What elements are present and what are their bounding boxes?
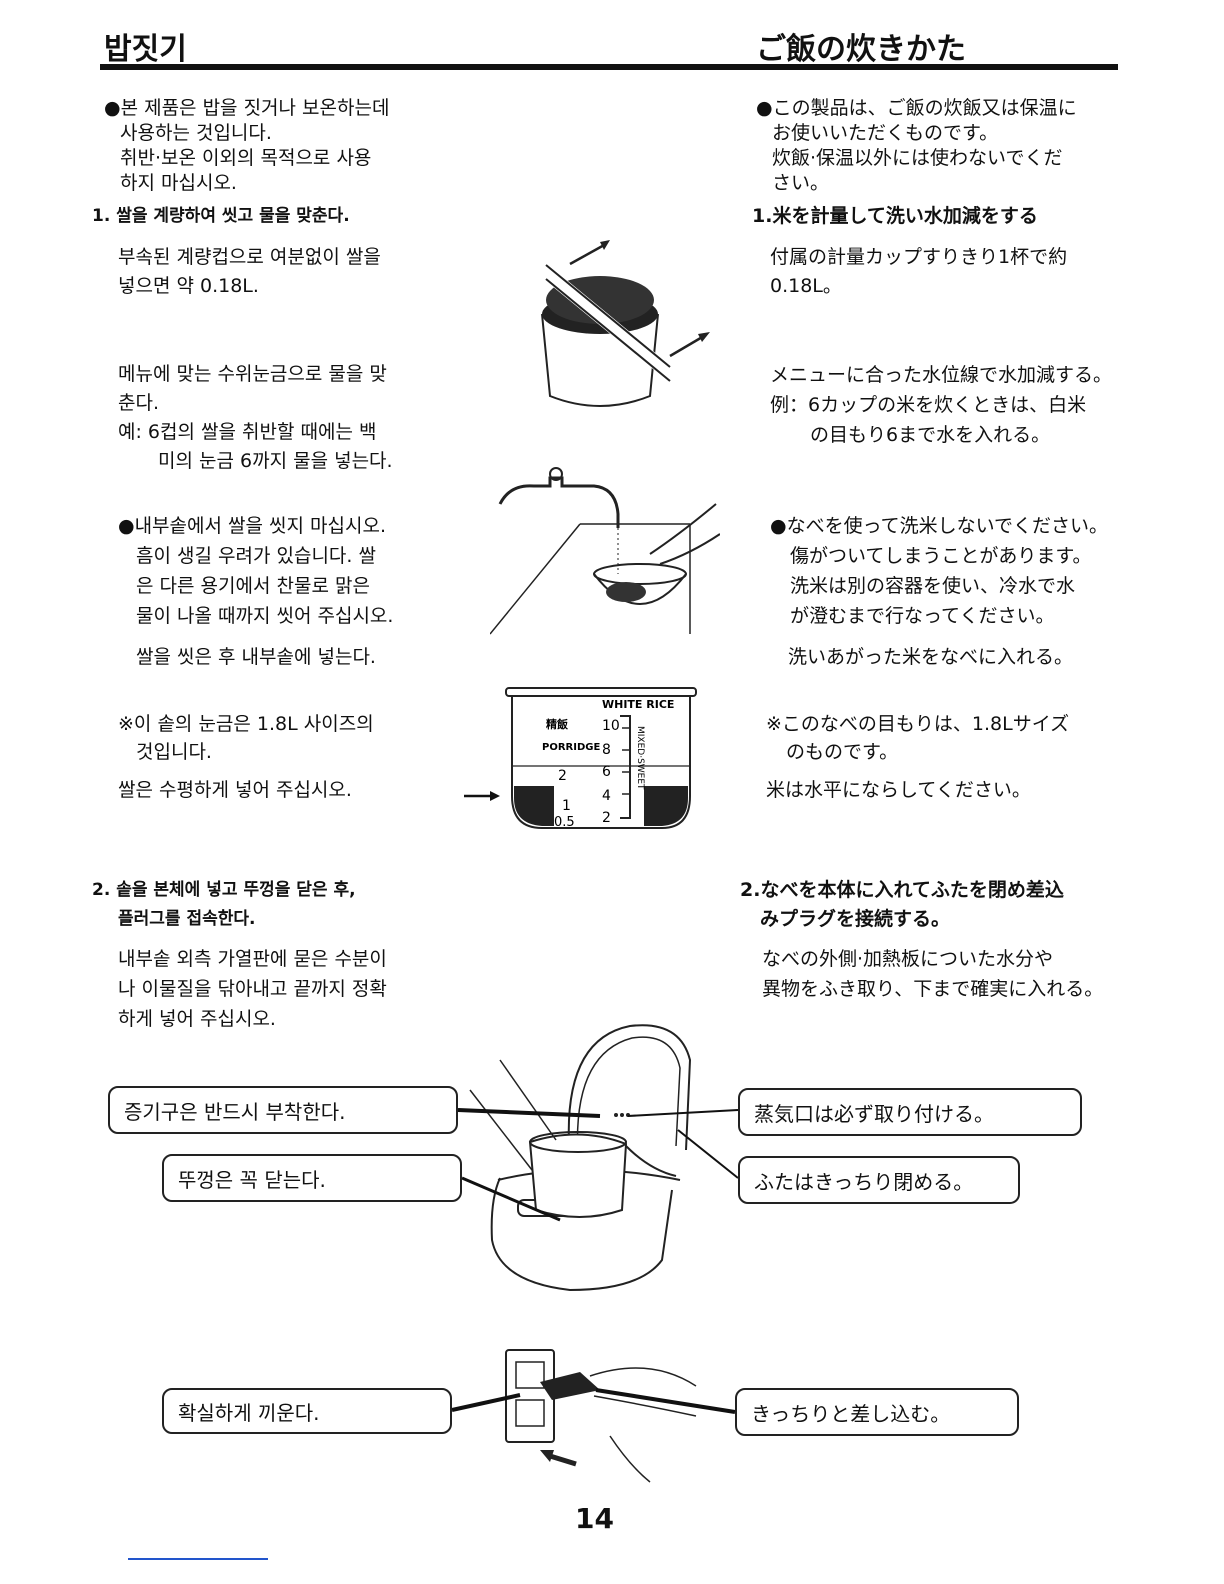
- kr-step1-note: ※이 솥의 눈금은 1.8L 사이즈의 것입니다.: [118, 710, 374, 766]
- kr-line: 흠이 생길 우려가 있습니다. 쌀: [136, 545, 376, 567]
- jp-line: 付属の計量カップすりきり1杯で約: [770, 246, 1068, 268]
- jp-step1-water: メニューに合った水位線で水加減する。 例：6カップの米を炊くときは、白米 の目も…: [770, 360, 1112, 450]
- callout-jp-plug: きっちりと差し込む。: [735, 1388, 1019, 1436]
- gauge-inner-number: 1: [562, 798, 571, 814]
- plug-outlet-illustration: [505, 1349, 697, 1483]
- jp-line: お使いいただくものです。: [772, 122, 999, 144]
- kr-line: ※이 솥의 눈금은 1.8L 사이즈의: [118, 713, 374, 735]
- page-title-japanese: ご飯の炊きかた: [756, 32, 966, 67]
- kr-line: 내부솥 외측 가열판에 묻은 수분이: [118, 948, 387, 970]
- kr-intro: ●본 제품은 밥을 짓거나 보온하는데 사용하는 것입니다. 취반·보온 이외의…: [104, 96, 389, 196]
- jp-line: メニューに合った水位線で水加減する。: [770, 364, 1113, 386]
- gauge-label-seihan: 精飯: [546, 717, 568, 731]
- rice-washing-illustration: [490, 467, 720, 635]
- page-number: 14: [575, 1502, 614, 1535]
- footer-blue-line: [128, 1558, 268, 1560]
- kr-step1-water: 메뉴에 맞는 수위눈금으로 물을 맞 춘다. 예: 6컵의 쌀을 취반할 때에는…: [118, 360, 393, 476]
- jp-intro: ●この製品は、ご飯の炊飯又は保温に お使いいただくものです。 炊飯·保温以外には…: [756, 96, 1077, 196]
- jp-step1-title: 1.米を計量して洗い水加減をする: [752, 205, 1038, 227]
- gauge-number: 8: [602, 742, 611, 758]
- kr-step2-body: 내부솥 외측 가열판에 묻은 수분이 나 이물질을 닦아내고 끝까지 정확 하게…: [118, 944, 387, 1034]
- jp-step2-body: なべの外側·加熱板についた水分や 異物をふき取り、下まで確実に入れる。: [762, 944, 1103, 1004]
- jp-line: 異物をふき取り、下まで確実に入れる。: [762, 978, 1104, 1000]
- jp-step1-measure: 付属の計量カップすりきり1杯で約 0.18L。: [770, 243, 1067, 301]
- kr-step1-measure: 부속된 계량컵으로 여분없이 쌀을 넣으면 약 0.18L.: [118, 243, 381, 301]
- kr-intro-line: 하지 마십시오.: [120, 172, 237, 194]
- rice-measuring-cup-illustration: [541, 240, 710, 407]
- kr-intro-line: 취반·보온 이외의 목적으로 사용: [120, 147, 372, 169]
- callout-kr-steam-vent: 증기구은 반드시 부착한다.: [108, 1086, 458, 1134]
- kr-line: 은 다른 용기에서 찬물로 맑은: [136, 575, 370, 597]
- kr-line: 것입니다.: [136, 741, 212, 763]
- jp-line: 傷がついてしまうことがあります。: [790, 545, 1092, 567]
- jp-line: なべの外側·加熱板についた水分や: [762, 948, 1054, 970]
- jp-step1-level: 米は水平にならしてください。: [766, 779, 1031, 801]
- gauge-number: 6: [602, 764, 611, 780]
- gauge-header: WHITE RICE: [602, 698, 674, 711]
- kr-step2-title: 2. 솥을 본체에 넣고 뚜껑을 닫은 후, 플러그를 접속한다.: [92, 876, 356, 934]
- kr-line: 예: 6컵의 쌀을 취반할 때에는 백: [118, 421, 377, 443]
- kr-intro-line: 사용하는 것입니다.: [120, 122, 272, 144]
- jp-line: 0.18L。: [770, 275, 842, 297]
- kr-line: 플러그를 접속한다.: [118, 909, 256, 929]
- jp-line: 例：6カップの米を炊くときは、白米: [770, 394, 1087, 416]
- gauge-number: 10: [602, 718, 620, 734]
- kr-line: 춘다.: [118, 392, 159, 414]
- kr-step1-wash: ●내부솥에서 쌀을 씻지 마십시오. 흠이 생길 우려가 있습니다. 쌀 은 다…: [118, 511, 393, 631]
- kr-line: 메뉴에 맞는 수위눈금으로 물을 맞: [118, 363, 387, 385]
- kr-line: 2. 솥을 본체에 넣고 뚜껑을 닫은 후,: [92, 880, 356, 900]
- jp-line: の目もり6まで水を入れる。: [810, 424, 1051, 446]
- gauge-number: 2: [602, 810, 611, 826]
- jp-line: 炊飯·保温以外には使わないでくだ: [772, 147, 1063, 169]
- gauge-label-porridge: PORRIDGE: [542, 742, 600, 753]
- jp-line: が澄むまで行なってください。: [790, 605, 1055, 627]
- jp-step1-put: 洗いあがった米をなべに入れる。: [788, 646, 1074, 668]
- jp-line: ●この製品は、ご飯の炊飯又は保温に: [756, 97, 1077, 119]
- kr-step1-title: 1. 쌀을 계량하여 씻고 물을 맞춘다.: [92, 206, 350, 226]
- header-rule: [100, 64, 1118, 70]
- rice-cooker-illustration: [469, 1024, 692, 1292]
- jp-line: さい。: [772, 172, 830, 194]
- water-level-gauge-illustration: WHITE RICE 精飯 PORRIDGE 10 8 6 4 2 2 1 0.…: [464, 687, 697, 830]
- jp-step1-note: ※このなべの目もりは、1.8Lサイズ のものです。: [766, 710, 1069, 766]
- kr-step1-level: 쌀은 수평하게 넣어 주십시오.: [118, 779, 352, 801]
- jp-line: 2.なべを本体に入れてふたを閉め差込: [740, 879, 1064, 901]
- kr-line: 물이 나올 때까지 씻어 주십시오.: [136, 605, 394, 627]
- jp-line: ●なべを使って洗米しないでください。: [770, 515, 1109, 537]
- jp-line: 洗米は別の容器を使い、冷水で水: [790, 575, 1076, 597]
- kr-line: 미의 눈금 6까지 물을 넣는다.: [158, 450, 393, 472]
- kr-line: 부속된 계량컵으로 여분없이 쌀을: [118, 246, 381, 268]
- gauge-inner-number: 2: [558, 768, 567, 784]
- jp-step2-title: 2.なべを本体に入れてふたを閉め差込 みプラグを接続する。: [740, 876, 1064, 934]
- callout-jp-lid: ふたはきっちり閉める。: [738, 1156, 1020, 1204]
- kr-line: 하게 넣어 주십시오.: [118, 1008, 276, 1030]
- callout-kr-plug: 확실하게 끼운다.: [162, 1388, 452, 1434]
- callout-jp-steam-vent: 蒸気口は必ず取り付ける。: [738, 1088, 1082, 1136]
- callout-leader-lines: [451, 1108, 739, 1414]
- gauge-inner-number: 0.5: [554, 815, 575, 830]
- kr-line: ●내부솥에서 쌀을 씻지 마십시오.: [118, 515, 386, 537]
- jp-line: ※このなべの目もりは、1.8Lサイズ: [766, 713, 1070, 735]
- kr-step1-put: 쌀을 씻은 후 내부솥에 넣는다.: [136, 646, 376, 668]
- gauge-side-text: MIXED·SWEET: [635, 726, 645, 790]
- kr-intro-line: ●본 제품은 밥을 짓거나 보온하는데: [104, 97, 390, 119]
- jp-step1-wash: ●なべを使って洗米しないでください。 傷がついてしまうことがあります。 洗米は別…: [770, 511, 1108, 631]
- kr-line: 넣으면 약 0.18L.: [118, 275, 259, 297]
- callout-kr-lid: 뚜껑은 꼭 닫는다.: [162, 1154, 462, 1202]
- page-title-korean: 밥짓기: [104, 32, 187, 67]
- kr-line: 나 이물질을 닦아내고 끝까지 정확: [118, 978, 387, 1000]
- jp-line: みプラグを接続する。: [760, 908, 951, 930]
- jp-line: のものです。: [786, 741, 899, 763]
- gauge-number: 4: [602, 788, 611, 804]
